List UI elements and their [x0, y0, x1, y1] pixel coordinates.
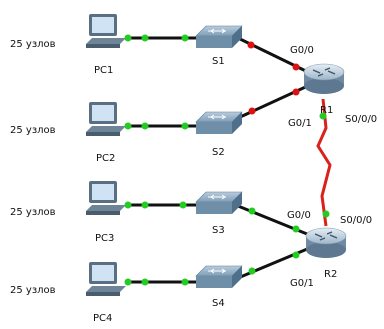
links	[128, 36, 313, 284]
router-icon	[303, 63, 345, 94]
port-up-dot	[319, 112, 327, 120]
port-up-dot	[141, 278, 149, 286]
pc-1[interactable]	[86, 14, 126, 48]
switch-4[interactable]	[195, 265, 243, 288]
port-up-dot	[292, 225, 300, 233]
switch-label: S2	[212, 147, 225, 158]
switch-label: S1	[212, 56, 225, 67]
interface-label: S0/0/0	[340, 215, 372, 226]
port-down-dot	[248, 107, 256, 115]
host-count-label: 25 узлов	[10, 39, 56, 50]
link-serial-r1-r2	[316, 98, 332, 227]
switch-1[interactable]	[195, 25, 243, 48]
interface-label: G0/1	[288, 118, 312, 129]
pc-icon	[86, 262, 126, 296]
interface-label: S0/0/0	[345, 114, 377, 125]
port-indicators	[124, 34, 330, 286]
interface-label: G0/0	[287, 210, 311, 221]
switch-2[interactable]	[195, 111, 243, 134]
pc-icon	[86, 14, 126, 48]
port-up-dot	[124, 122, 132, 130]
switch-3[interactable]	[195, 191, 243, 214]
pc-icon	[86, 181, 126, 215]
switch-label: S4	[212, 298, 225, 309]
switch-icon	[195, 265, 243, 288]
port-up-dot	[248, 207, 256, 215]
port-up-dot	[124, 201, 132, 209]
pc-label: PC1	[94, 65, 113, 76]
router-2[interactable]	[305, 227, 347, 258]
port-up-dot	[181, 278, 189, 286]
port-up-dot	[248, 267, 256, 275]
port-down-dot	[247, 41, 255, 49]
port-up-dot	[181, 34, 189, 42]
port-up-dot	[124, 278, 132, 286]
port-up-dot	[124, 34, 132, 42]
interface-label: G0/0	[290, 45, 314, 56]
host-count-label: 25 узлов	[10, 125, 56, 136]
port-up-dot	[181, 122, 189, 130]
host-count-label: 25 узлов	[10, 207, 56, 218]
pc-label: PC2	[96, 153, 115, 164]
switch-icon	[195, 111, 243, 134]
pc-label: PC4	[93, 313, 112, 324]
port-up-dot	[141, 122, 149, 130]
port-up-dot	[292, 251, 300, 259]
pc-label: PC3	[95, 233, 114, 244]
pc-4[interactable]	[86, 262, 126, 296]
router-label: R1	[320, 105, 333, 116]
link-s4-r2	[237, 245, 313, 280]
port-up-dot	[141, 34, 149, 42]
switch-icon	[195, 25, 243, 48]
port-down-dot	[292, 88, 300, 96]
port-up-dot	[179, 201, 187, 209]
interface-label: G0/1	[290, 278, 314, 289]
switch-icon	[195, 191, 243, 214]
pc-2[interactable]	[86, 102, 126, 136]
port-up-dot	[322, 210, 330, 218]
port-down-dot	[292, 63, 300, 71]
router-icon	[305, 227, 347, 258]
host-count-label: 25 узлов	[10, 285, 56, 296]
router-1[interactable]	[303, 63, 345, 94]
switch-label: S3	[212, 225, 225, 236]
pc-icon	[86, 102, 126, 136]
port-up-dot	[141, 201, 149, 209]
pc-3[interactable]	[86, 181, 126, 215]
router-label: R2	[324, 269, 337, 280]
